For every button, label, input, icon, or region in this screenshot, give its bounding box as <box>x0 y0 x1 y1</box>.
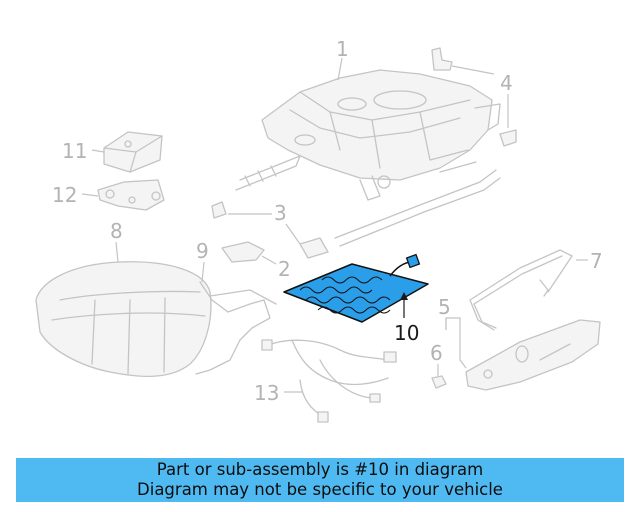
callout-6: 6 <box>430 341 443 365</box>
part-5-side-shield <box>465 319 601 391</box>
callout-1: 1 <box>336 37 349 61</box>
part-11-control-module <box>103 131 163 173</box>
part-7-frame-wire <box>469 249 573 331</box>
part-10-seat-heater <box>283 253 429 323</box>
part-2-cover <box>221 241 265 263</box>
callout-12: 12 <box>52 183 77 207</box>
part-9-cushion-cover <box>195 281 277 375</box>
part-4-bracket <box>431 47 517 147</box>
parts-diagram: 1 4 11 12 3 2 8 <box>35 37 603 423</box>
callout-3: 3 <box>274 201 287 225</box>
part-13-wire-harness <box>261 339 397 423</box>
callout-11: 11 <box>62 139 87 163</box>
callout-2: 2 <box>278 257 291 281</box>
callout-13: 13 <box>254 381 279 405</box>
callout-7: 7 <box>590 249 603 273</box>
part-1-seat-frame <box>235 69 501 247</box>
callout-4: 4 <box>500 71 513 95</box>
info-banner: Part or sub-assembly is #10 in diagram D… <box>16 458 624 502</box>
part-8-cushion-pad <box>35 261 212 378</box>
banner-line-1: Part or sub-assembly is #10 in diagram <box>156 460 484 479</box>
callout-9: 9 <box>196 239 209 263</box>
part-3-clip <box>211 201 329 259</box>
banner-line-2: Diagram may not be specific to your vehi… <box>137 480 503 499</box>
callout-5: 5 <box>438 295 451 319</box>
callout-8: 8 <box>110 219 123 243</box>
part-12-module-bracket <box>97 179 165 211</box>
part-6-clip <box>431 375 447 389</box>
callout-10: 10 <box>394 321 419 345</box>
